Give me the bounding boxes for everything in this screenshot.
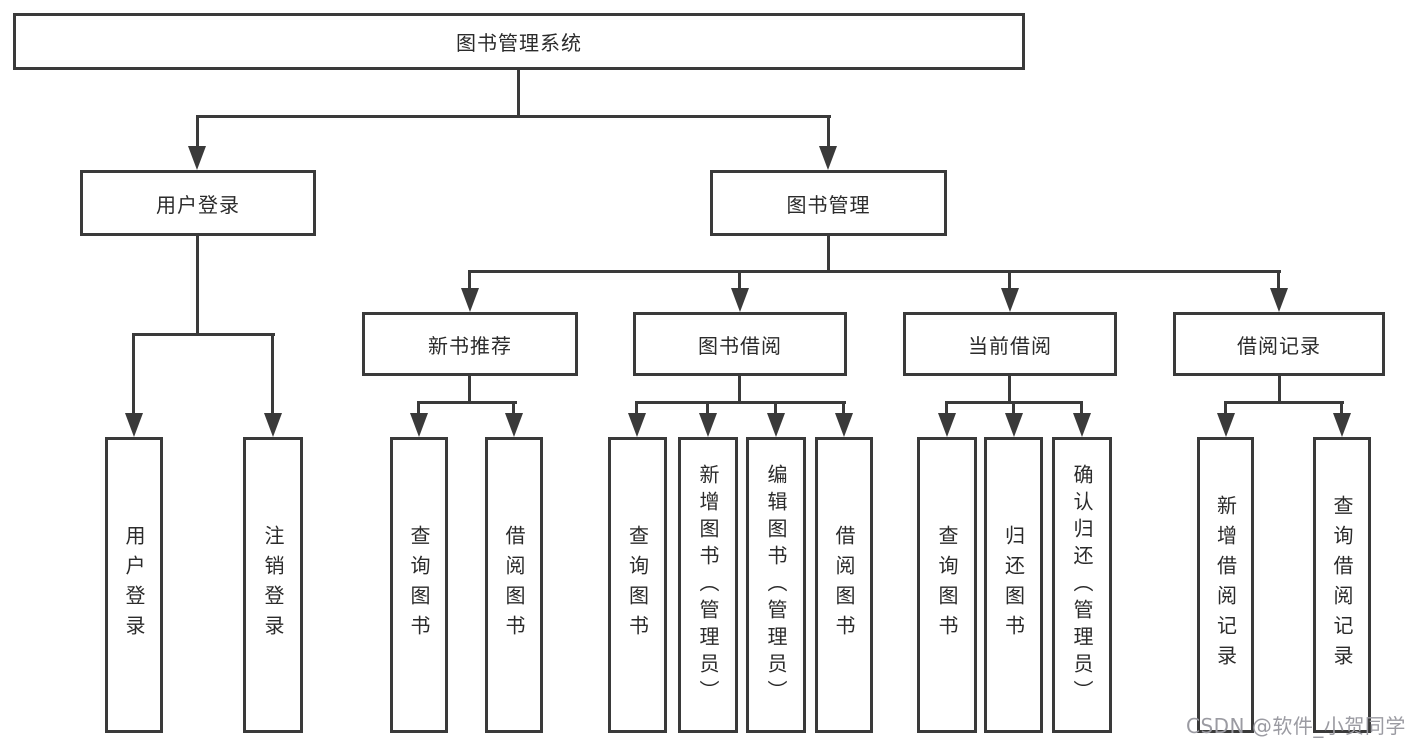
connector-root-drop-right — [827, 115, 830, 150]
arrow-down-icon — [264, 413, 282, 437]
node-user-login-label: 用户登录 — [156, 192, 240, 217]
node-borrow-record: 借阅记录 — [1173, 312, 1385, 376]
connector-currentborrow-drop-3 — [1080, 401, 1083, 415]
leaf-add-book-admin: 新增图书（管理员） — [678, 437, 738, 733]
connector-newbook-drop-2 — [512, 401, 515, 415]
leaf-borrow-books: 借阅图书 — [815, 437, 873, 733]
connector-root-stem — [517, 70, 520, 118]
arrow-down-icon — [461, 288, 479, 312]
leaf-edit-book-admin-label: 编辑图书（管理员） — [764, 463, 788, 707]
leaf-query-books-recommend-label: 查询图书 — [407, 525, 431, 645]
arrow-down-icon — [938, 413, 956, 437]
node-book-borrow: 图书借阅 — [633, 312, 847, 376]
leaf-user-login: 用户登录 — [105, 437, 163, 733]
connector-newbook-stem — [468, 376, 471, 404]
arrow-down-icon — [1001, 288, 1019, 312]
connector-bookborrow-drop-1 — [635, 401, 638, 415]
connector-currentborrow-drop-2 — [1012, 401, 1015, 415]
arrow-down-icon — [835, 413, 853, 437]
node-user-login: 用户登录 — [80, 170, 316, 236]
arrow-down-icon — [410, 413, 428, 437]
node-book-management: 图书管理 — [710, 170, 947, 236]
connector-newbook-rail — [417, 401, 517, 404]
node-book-management-label: 图书管理 — [786, 192, 871, 217]
leaf-query-books-recommend: 查询图书 — [390, 437, 448, 733]
connector-root-rail — [197, 115, 831, 118]
arrow-down-icon — [1270, 288, 1288, 312]
connector-bookmgmt-drop-2 — [738, 270, 741, 291]
arrow-down-icon — [1005, 413, 1023, 437]
connector-root-drop-left — [196, 115, 199, 150]
connector-bookborrow-drop-2 — [706, 401, 709, 415]
connector-currentborrow-drop-1 — [945, 401, 948, 415]
connector-userlogin-drop-2 — [271, 333, 274, 417]
leaf-user-login-label: 用户登录 — [122, 525, 146, 645]
connector-bookborrow-drop-4 — [842, 401, 845, 415]
connector-userlogin-stem — [196, 236, 199, 336]
leaf-query-books-borrow: 查询图书 — [608, 437, 667, 733]
connector-userlogin-rail — [132, 333, 275, 336]
arrow-down-icon — [505, 413, 523, 437]
connector-newbook-drop-1 — [417, 401, 420, 415]
connector-bookborrow-stem — [738, 376, 741, 404]
leaf-query-books-current-label: 查询图书 — [935, 525, 959, 645]
leaf-add-borrow-record-label: 新增借阅记录 — [1213, 495, 1238, 675]
connector-userlogin-drop-1 — [132, 333, 135, 417]
node-root-label: 图书管理系统 — [456, 31, 582, 55]
node-current-borrow-label: 当前借阅 — [968, 333, 1052, 358]
leaf-logout: 注销登录 — [243, 437, 303, 733]
arrow-down-icon — [699, 413, 717, 437]
leaf-return-books-label: 归还图书 — [1001, 525, 1026, 645]
leaf-borrow-books-recommend: 借阅图书 — [485, 437, 543, 733]
node-book-borrow-label: 图书借阅 — [698, 333, 782, 358]
connector-bookmgmt-drop-1 — [468, 270, 471, 291]
leaf-edit-book-admin: 编辑图书（管理员） — [746, 437, 806, 733]
leaf-query-borrow-record-label: 查询借阅记录 — [1330, 495, 1354, 675]
arrow-down-icon — [767, 413, 785, 437]
leaf-borrow-books-label: 借阅图书 — [832, 525, 856, 645]
connector-borrowrecord-drop-2 — [1340, 401, 1343, 415]
leaf-query-books-borrow-label: 查询图书 — [625, 525, 650, 645]
arrow-down-icon — [125, 413, 143, 437]
leaf-query-borrow-record: 查询借阅记录 — [1313, 437, 1371, 733]
node-new-book-recommend: 新书推荐 — [362, 312, 578, 376]
arrow-down-icon — [1333, 413, 1351, 437]
leaf-confirm-return-admin-label: 确认归还（管理员） — [1070, 463, 1094, 707]
leaf-logout-label: 注销登录 — [261, 525, 285, 645]
arrow-down-icon — [628, 413, 646, 437]
arrow-down-icon — [188, 146, 206, 170]
connector-bookmgmt-drop-4 — [1277, 270, 1280, 291]
arrow-down-icon — [819, 146, 837, 170]
connector-borrowrecord-rail — [1224, 401, 1344, 404]
leaf-add-book-admin-label: 新增图书（管理员） — [696, 463, 720, 707]
leaf-borrow-books-recommend-label: 借阅图书 — [502, 525, 526, 645]
arrow-down-icon — [1073, 413, 1091, 437]
node-current-borrow: 当前借阅 — [903, 312, 1117, 376]
node-root: 图书管理系统 — [13, 13, 1025, 70]
arrow-down-icon — [1217, 413, 1235, 437]
node-new-book-recommend-label: 新书推荐 — [428, 333, 512, 358]
connector-bookborrow-rail — [635, 401, 846, 404]
arrow-down-icon — [731, 288, 749, 312]
connector-borrowrecord-drop-1 — [1224, 401, 1227, 415]
connector-bookmgmt-stem — [827, 236, 830, 273]
connector-bookborrow-drop-3 — [774, 401, 777, 415]
connector-bookmgmt-rail — [468, 270, 1281, 273]
watermark-text: CSDN @软件_小贺同学 — [1186, 714, 1405, 738]
leaf-confirm-return-admin: 确认归还（管理员） — [1052, 437, 1112, 733]
connector-bookmgmt-drop-3 — [1008, 270, 1011, 291]
leaf-query-books-current: 查询图书 — [917, 437, 977, 733]
node-borrow-record-label: 借阅记录 — [1237, 333, 1321, 358]
connector-borrowrecord-stem — [1278, 376, 1281, 404]
connector-currentborrow-stem — [1008, 376, 1011, 404]
leaf-return-books: 归还图书 — [984, 437, 1043, 733]
leaf-add-borrow-record: 新增借阅记录 — [1197, 437, 1254, 733]
